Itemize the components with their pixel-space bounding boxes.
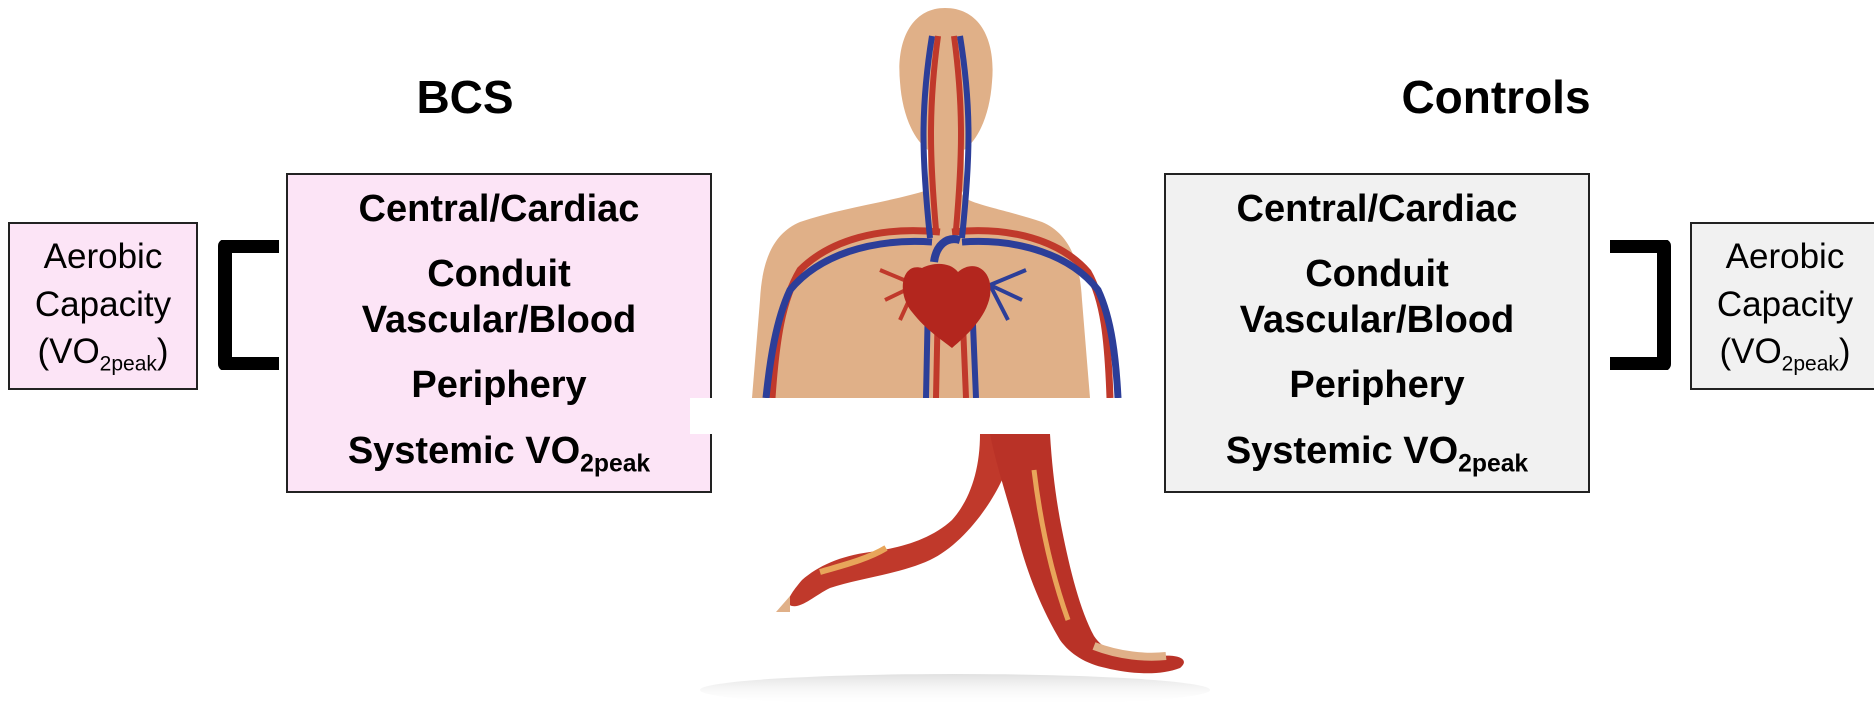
left-bracket-connector [213, 240, 283, 370]
controls-group-title: Controls [1296, 70, 1696, 124]
factor-systemic-vo2peak: Systemic VO2peak [1226, 429, 1528, 479]
factor-periphery: Periphery [411, 363, 586, 409]
controls-aerobic-capacity-box: Aerobic Capacity (VO2peak) [1690, 222, 1874, 390]
bcs-factors-box: Central/Cardiac Conduit Vascular/Blood P… [286, 173, 712, 493]
capacity-line-2: Capacity [35, 281, 171, 328]
capacity-line-3: (VO2peak) [1719, 328, 1850, 379]
factor-periphery: Periphery [1289, 363, 1464, 409]
running-legs-icon [700, 434, 1210, 706]
factor-conduit: Conduit Vascular/Blood [1240, 252, 1515, 343]
circulatory-system-icon [752, 8, 1118, 398]
bcs-group-title: BCS [265, 70, 665, 124]
capacity-line-1: Aerobic [1726, 233, 1845, 280]
factor-central-cardiac: Central/Cardiac [1237, 187, 1518, 233]
controls-factors-box: Central/Cardiac Conduit Vascular/Blood P… [1164, 173, 1590, 493]
capacity-line-2: Capacity [1717, 281, 1853, 328]
factor-systemic-vo2peak: Systemic VO2peak [348, 429, 650, 479]
factor-central-cardiac: Central/Cardiac [359, 187, 640, 233]
bcs-aerobic-capacity-box: Aerobic Capacity (VO2peak) [8, 222, 198, 390]
factor-conduit: Conduit Vascular/Blood [362, 252, 637, 343]
human-body-illustration [690, 0, 1210, 706]
capacity-line-1: Aerobic [44, 233, 163, 280]
capacity-line-3: (VO2peak) [37, 328, 168, 379]
right-bracket-connector [1606, 240, 1676, 370]
